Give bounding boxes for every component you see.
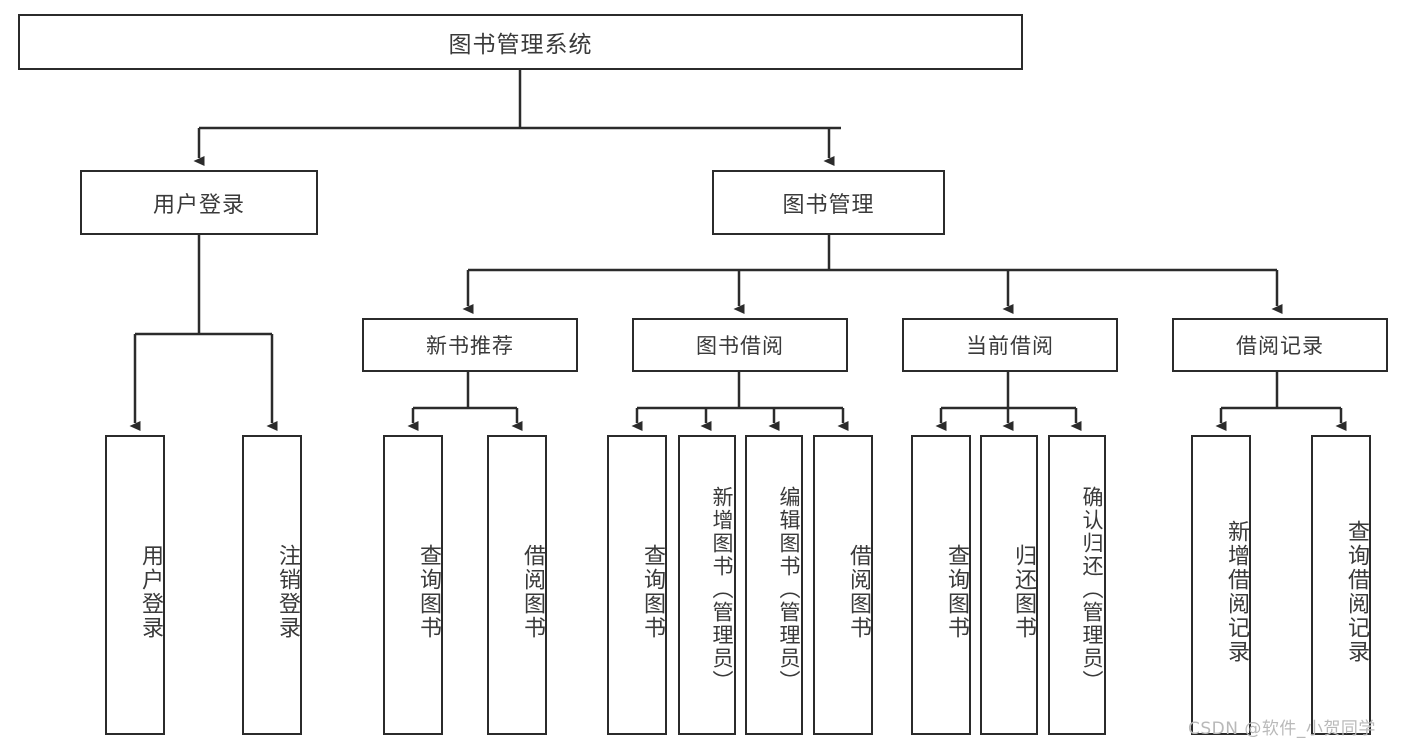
leaf-current-borrow-return[interactable]: 归还图书 bbox=[980, 435, 1038, 735]
leaf-borrow-record-add[interactable]: 新增借阅记录 bbox=[1191, 435, 1251, 735]
leaf-borrow-record-query[interactable]: 查询借阅记录 bbox=[1311, 435, 1371, 735]
leaf-book-borrow-borrow[interactable]: 借阅图书 bbox=[813, 435, 873, 735]
node-current-borrowing[interactable]: 当前借阅 bbox=[902, 318, 1118, 372]
leaf-current-borrow-query[interactable]: 查询图书 bbox=[911, 435, 971, 735]
node-book-borrowing[interactable]: 图书借阅 bbox=[632, 318, 848, 372]
leaf-current-borrow-confirm-admin[interactable]: 确认归还（管理员） bbox=[1048, 435, 1106, 735]
leaf-new-book-query[interactable]: 查询图书 bbox=[383, 435, 443, 735]
leaf-new-book-borrow[interactable]: 借阅图书 bbox=[487, 435, 547, 735]
node-user-login[interactable]: 用户登录 bbox=[80, 170, 318, 235]
node-borrow-records[interactable]: 借阅记录 bbox=[1172, 318, 1388, 372]
node-book-management[interactable]: 图书管理 bbox=[712, 170, 945, 235]
leaf-user-login-signin[interactable]: 用户登录 bbox=[105, 435, 165, 735]
csdn-watermark: CSDN @软件_小贺同学 bbox=[1188, 719, 1376, 739]
node-root-system[interactable]: 图书管理系统 bbox=[18, 14, 1023, 70]
node-new-book-recommendation[interactable]: 新书推荐 bbox=[362, 318, 578, 372]
leaf-book-borrow-add-admin[interactable]: 新增图书（管理员） bbox=[678, 435, 736, 735]
leaf-book-borrow-edit-admin[interactable]: 编辑图书（管理员） bbox=[745, 435, 803, 735]
leaf-book-borrow-query[interactable]: 查询图书 bbox=[607, 435, 667, 735]
leaf-user-login-signout[interactable]: 注销登录 bbox=[242, 435, 302, 735]
